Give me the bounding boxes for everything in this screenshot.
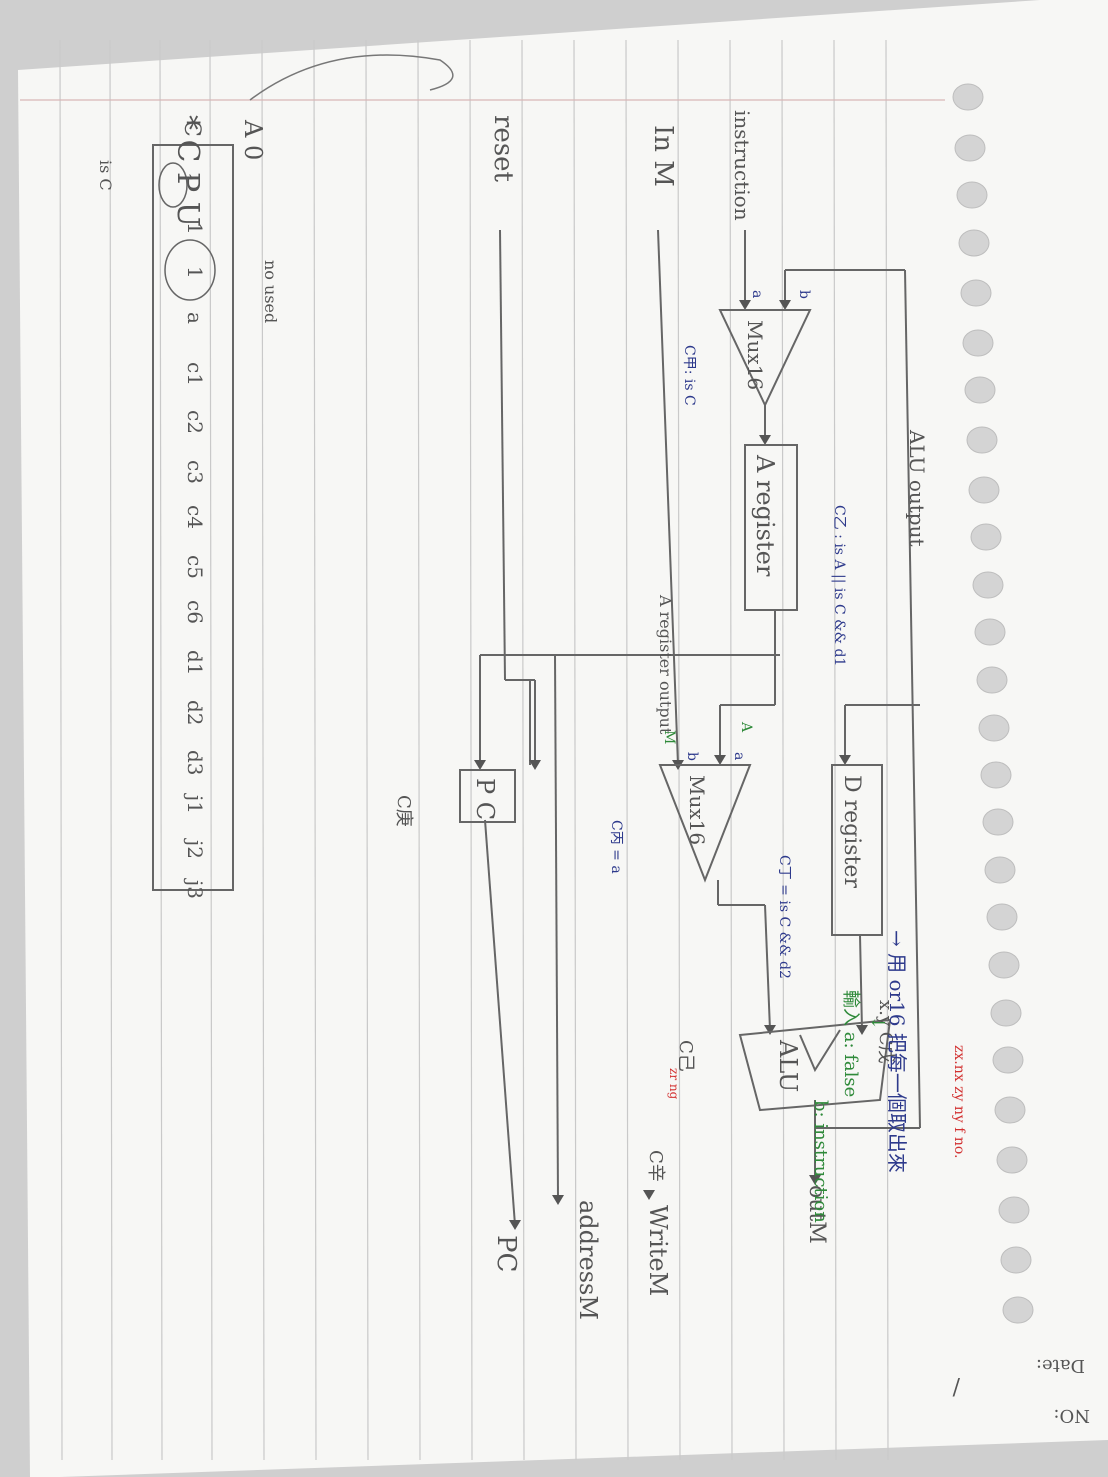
mux-mid-label: Mux16	[685, 775, 709, 845]
a-register-box	[744, 444, 798, 611]
mux-top-a-label: a	[749, 290, 765, 298]
alu-notch	[799, 1029, 841, 1073]
bit-14: j2	[183, 838, 207, 859]
alu-output-label: ALU output	[905, 429, 929, 547]
alu-shape	[738, 1018, 892, 1112]
circuit-wires	[479, 229, 921, 1226]
bit-1: 1	[183, 222, 207, 235]
label-pc-out: PC	[491, 1235, 521, 1272]
mux-note-line3: b: instruction	[810, 1100, 831, 1223]
page-no: NO:	[1053, 1405, 1090, 1426]
pc-control: C庚	[393, 795, 414, 827]
bit-7: c4	[183, 505, 207, 529]
mux-mid-shape	[658, 764, 752, 883]
mux-note-line2: 輸入 a: false	[840, 990, 861, 1097]
mux-note-line1: → 用 or16 把每一個取出來	[885, 930, 909, 1173]
text-layer: * C P U instruction In M reset outM Writ…	[96, 110, 1090, 1426]
bit-5: c2	[183, 410, 207, 434]
pc-label: P C	[471, 778, 499, 820]
label-addressM: addressM	[574, 1200, 602, 1320]
mux-top-b-label: b	[796, 290, 812, 299]
bits-is-c-label: is C	[96, 160, 115, 191]
page-title: * C P U	[170, 115, 205, 227]
page-slash: /	[952, 1374, 960, 1399]
label-outM: outM	[804, 1185, 829, 1244]
a-register-control: C乙 : is A || is C && d1	[831, 505, 847, 666]
alu-flags-bottom: zr ng	[667, 1068, 681, 1100]
d-register-label: D register	[839, 775, 864, 888]
mux-top-label: Mux16	[743, 320, 767, 390]
writeM-control: C辛	[645, 1150, 666, 1182]
bit-3: a	[183, 312, 207, 324]
alu-label: ALU	[774, 1039, 802, 1092]
pc-box	[459, 769, 516, 823]
bit-circle-1	[158, 162, 188, 208]
mux-mid-M-label: M	[661, 730, 677, 744]
bit-0: 1	[173, 172, 197, 185]
a-register-label: A register	[751, 454, 779, 577]
page-date: Date:	[1036, 1355, 1085, 1376]
label-writeM: WriteM	[644, 1205, 672, 1296]
bit-circle-2	[164, 239, 216, 301]
alu-control-z: C己	[675, 1040, 696, 1072]
ruled-lines	[59, 39, 889, 1461]
bits-a-label: A 0	[239, 119, 267, 160]
d-register-box	[831, 764, 883, 936]
bit-15: j3	[183, 878, 207, 899]
alu-flags-note: zx.nx zy ny f no.	[951, 1045, 967, 1158]
bit-10: d1	[183, 650, 207, 676]
arrowheads	[474, 300, 868, 1230]
bits-no-used: no used	[261, 260, 280, 323]
annotation-curve	[249, 54, 454, 101]
d-register-control: C丁 = is C && d2	[776, 855, 792, 979]
label-reset: reset	[488, 115, 518, 183]
mux-mid-a-label: a	[731, 752, 747, 760]
mux-note-arrow: ↓	[867, 1015, 888, 1030]
bit-13: j1	[183, 793, 207, 814]
bit-11: d2	[183, 700, 207, 726]
bit-9: c6	[183, 600, 207, 624]
bit-4: c1	[183, 362, 207, 386]
bit-6: c3	[183, 460, 207, 484]
label-instruction: instruction	[730, 110, 754, 221]
alu-control-x: x.y C戊	[875, 1000, 896, 1064]
bit-2: 1	[183, 266, 207, 279]
binder-holes	[952, 83, 1034, 1324]
bit-12: d3	[183, 750, 207, 776]
mux-top-control: C甲: is C	[681, 345, 697, 406]
mux-mid-b-label: b	[684, 752, 700, 761]
bits-c-label: C	[179, 120, 204, 137]
mux-mid-control: C丙 = a	[608, 820, 624, 874]
instruction-bits-box	[152, 144, 234, 891]
mux-mid-A-label: A	[738, 721, 754, 733]
bit-8: c5	[183, 555, 207, 579]
label-inM: In M	[648, 125, 678, 187]
mux-top-shape	[718, 309, 812, 408]
a-register-output-label: A register output	[656, 594, 675, 735]
